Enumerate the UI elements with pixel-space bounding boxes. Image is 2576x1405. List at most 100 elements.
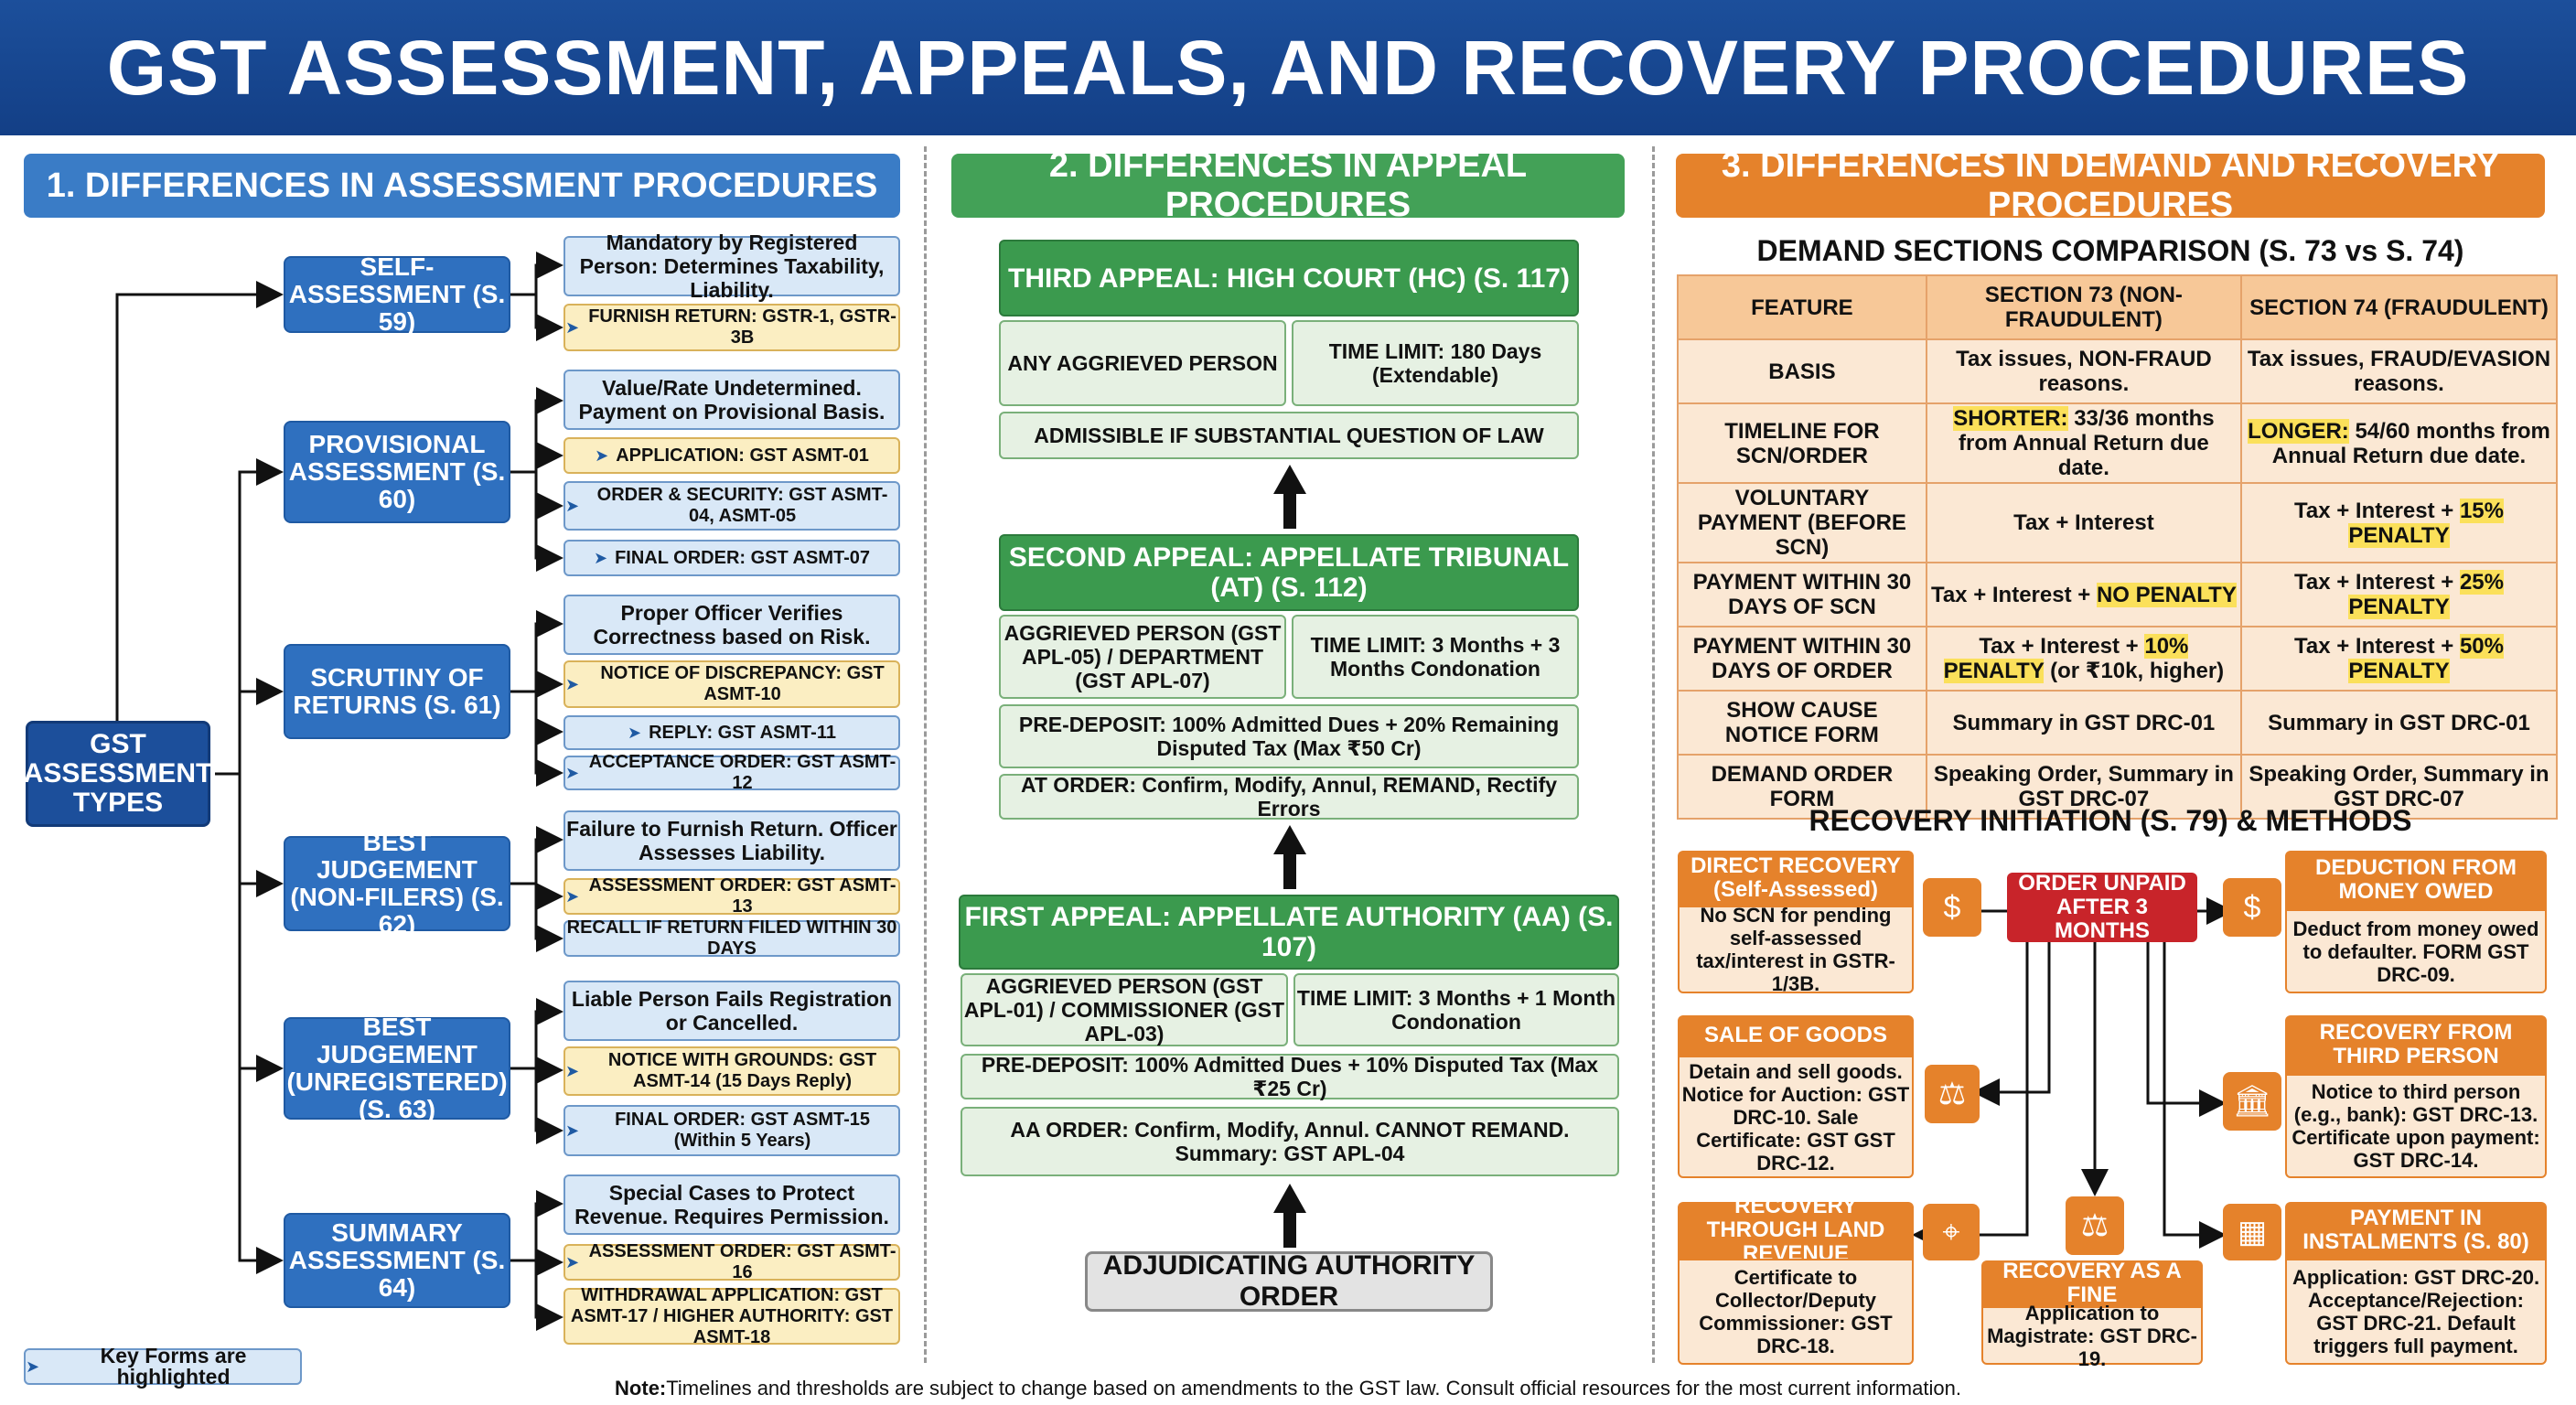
table-row: SHOW CAUSE NOTICE FORM Summary in GST DR…	[1677, 690, 2559, 756]
first-appeal-order: AA ORDER: Confirm, Modify, Annul. CANNOT…	[961, 1107, 1619, 1176]
third-appeal-note: ADMISSIBLE IF SUBSTANTIAL QUESTION OF LA…	[999, 412, 1579, 459]
table-cell-s74: Tax + Interest + 25% PENALTY	[2239, 562, 2559, 627]
table-header-cell: SECTION 73 (NON-FRAUDULENT)	[1925, 274, 2242, 340]
assessment-connectors	[115, 252, 564, 1331]
method-land-revenue: RECOVERY THROUGH LAND REVENUE Certificat…	[1678, 1195, 1914, 1365]
section-header-assessment: 1. DIFFERENCES IN ASSESSMENT PROCEDURES	[24, 154, 900, 218]
method-body: Certificate to Collector/Deputy Commissi…	[1678, 1259, 1914, 1365]
divider-right	[1652, 146, 1655, 1363]
bank-icon: 🏛	[2223, 1072, 2281, 1131]
section-header-appeal: 2. DIFFERENCES IN APPEAL PROCEDURES	[951, 146, 1625, 224]
table-cell-s73: Tax issues, NON-FRAUD reasons.	[1925, 338, 2242, 404]
assessment-type-provisional: PROVISIONAL ASSESSMENT (S. 60)	[284, 421, 510, 523]
table-cell-s73: Speaking Order, Summary in GST DRC-07	[1925, 754, 2242, 820]
assessment-type-scrutiny: SCRUTINY OF RETURNS (S. 61)	[284, 644, 510, 739]
form-marker-icon: ➤	[565, 763, 580, 782]
assessment-type-best-judgement-unregistered: BEST JUDGEMENT (UNREGISTERED) (S. 63)	[284, 1014, 510, 1123]
assessment-form-summary-1: ➤ASSESSMENT ORDER: GST ASMT-16	[564, 1241, 900, 1282]
method-body: Notice to third person (e.g., bank): GST…	[2285, 1074, 2547, 1178]
assessment-form-provisional-1: ➤APPLICATION: GST ASMT-01	[564, 437, 900, 474]
calendar-icon: ▦	[2223, 1204, 2281, 1260]
form-marker-icon: ➤	[594, 548, 608, 567]
table-row: VOLUNTARY PAYMENT (BEFORE SCN) Tax + Int…	[1677, 482, 2559, 563]
third-appeal-who: ANY AGGRIEVED PERSON	[999, 320, 1286, 406]
assessment-form-unregistered-2: ➤FINAL ORDER: GST ASMT-15 (Within 5 Year…	[564, 1105, 900, 1156]
table-header-row: FEATURE SECTION 73 (NON-FRAUDULENT) SECT…	[1677, 274, 2559, 340]
table-cell-feature: PAYMENT WITHIN 30 DAYS OF ORDER	[1677, 626, 1927, 692]
section-header-recovery: 3. DIFFERENCES IN DEMAND AND RECOVERY PR…	[1676, 146, 2545, 224]
third-appeal-title: THIRD APPEAL: HIGH COURT (HC) (S. 117)	[999, 240, 1579, 316]
table-cell-s74: Tax + Interest + 50% PENALTY	[2239, 626, 2559, 692]
table-cell-s73: Tax + Interest + NO PENALTY	[1925, 562, 2242, 627]
arrow-up-icon	[1273, 825, 1306, 889]
method-recovery-as-fine: RECOVERY AS A FINE Application to Magist…	[1981, 1260, 2203, 1370]
divider-left	[924, 146, 927, 1363]
method-body: Application to Magistrate: GST DRC-19.	[1981, 1302, 2203, 1370]
method-title: RECOVERY FROM THIRD PERSON	[2285, 1015, 2547, 1074]
assessment-form-summary-2: WITHDRAWAL APPLICATION: GST ASMT-17 / HI…	[564, 1285, 900, 1347]
first-appeal-deposit: PRE-DEPOSIT: 100% Admitted Dues + 10% Di…	[961, 1053, 1619, 1100]
table-header-cell: FEATURE	[1677, 274, 1927, 340]
footer-note: Note: Timelines and thresholds are subje…	[615, 1377, 1961, 1400]
assessment-form-nonfilers-1: ➤ASSESSMENT ORDER: GST ASMT-13	[564, 875, 900, 917]
page-title: GST ASSESSMENT, APPEALS, AND RECOVERY PR…	[106, 24, 2470, 111]
assessment-form-self-1: ➤FURNISH RETURN: GSTR-1, GSTR-3B	[564, 304, 900, 351]
table-cell-s74: Speaking Order, Summary in GST DRC-07	[2239, 754, 2559, 820]
recovery-heading: RECOVERY INITIATION (S. 79) & METHODS	[1809, 803, 2412, 837]
legend-key-forms: ➤Key Forms are highlighted	[24, 1346, 302, 1388]
coins-icon: $	[2223, 878, 2281, 937]
form-marker-icon: ➤	[565, 1121, 580, 1140]
table-cell-feature: DEMAND ORDER FORM	[1677, 754, 1927, 820]
adjudicating-authority-order: ADJUDICATING AUTHORITY ORDER	[1085, 1250, 1493, 1312]
table-cell-s73: SHORTER: 33/36 months from Annual Return…	[1925, 402, 2242, 484]
demand-heading: DEMAND SECTIONS COMPARISON (S. 73 vs S. …	[1756, 233, 2464, 267]
assessment-form-scrutiny-2: ➤REPLY: GST ASMT-11	[564, 715, 900, 750]
method-title: RECOVERY AS A FINE	[1981, 1260, 2203, 1307]
table-cell-s74: LONGER: 54/60 months from Annual Return …	[2239, 402, 2559, 484]
method-body: Detain and sell goods. Notice for Auctio…	[1678, 1056, 1914, 1178]
key-form-marker-icon: ➤	[565, 1061, 580, 1080]
second-appeal-title: SECOND APPEAL: APPELLATE TRIBUNAL (AT) (…	[999, 534, 1579, 611]
table-row: BASIS Tax issues, NON-FRAUD reasons. Tax…	[1677, 338, 2559, 404]
table-cell-s73: Tax + Interest	[1925, 482, 2242, 563]
arrow-up-icon	[1273, 465, 1306, 529]
second-appeal-time: TIME LIMIT: 3 Months + 3 Months Condonat…	[1292, 615, 1579, 699]
assessment-form-unregistered-1: ➤NOTICE WITH GROUNDS: GST ASMT-14 (15 Da…	[564, 1046, 900, 1096]
assessment-desc-self: Mandatory by Registered Person: Determin…	[564, 231, 900, 302]
method-body: Application: GST DRC-20. Acceptance/Reje…	[2285, 1259, 2547, 1365]
first-appeal-time: TIME LIMIT: 3 Months + 1 Month Condonati…	[1293, 973, 1619, 1046]
assessment-type-best-judgement-nonfilers: BEST JUDGEMENT (NON-FILERS) (S. 62)	[284, 829, 510, 938]
method-direct-recovery: DIRECT RECOVERY (Self-Assessed) No SCN f…	[1678, 851, 1914, 995]
key-form-marker-icon: ➤	[565, 317, 580, 337]
method-title: RECOVERY THROUGH LAND REVENUE	[1678, 1195, 1914, 1266]
table-row: PAYMENT WITHIN 30 DAYS OF SCN Tax + Inte…	[1677, 562, 2559, 627]
method-title: DEDUCTION FROM MONEY OWED	[2285, 851, 2547, 909]
method-body: No SCN for pending self-assessed tax/int…	[1678, 904, 1914, 995]
method-body: Deduct from money owed to defaulter. FOR…	[2285, 909, 2547, 993]
method-instalments: PAYMENT IN INSTALMENTS (S. 80) Applicati…	[2285, 1202, 2547, 1365]
assessment-desc-unregistered: Liable Person Fails Registration or Canc…	[564, 981, 900, 1041]
key-form-marker-icon: ➤	[565, 674, 580, 693]
table-row: PAYMENT WITHIN 30 DAYS OF ORDER Tax + In…	[1677, 626, 2559, 692]
first-appeal-who: AGGRIEVED PERSON (GST APL-01) / COMMISSI…	[961, 973, 1288, 1046]
assessment-form-provisional-3: ➤FINAL ORDER: GST ASMT-07	[564, 540, 900, 576]
method-title: SALE OF GOODS	[1678, 1015, 1914, 1056]
third-appeal-time: TIME LIMIT: 180 Days (Extendable)	[1292, 320, 1579, 406]
table-cell-s73: Tax + Interest + 10% PENALTY (or ₹10k, h…	[1925, 626, 2242, 692]
assessment-form-scrutiny-1: ➤NOTICE OF DISCREPANCY: GST ASMT-10	[564, 660, 900, 708]
assessment-form-scrutiny-3: ➤ACCEPTANCE ORDER: GST ASMT-12	[564, 752, 900, 793]
method-third-person: RECOVERY FROM THIRD PERSON Notice to thi…	[2285, 1015, 2547, 1178]
assessment-form-provisional-2: ➤ORDER & SECURITY: GST ASMT-04, ASMT-05	[564, 481, 900, 531]
method-deduction: DEDUCTION FROM MONEY OWED Deduct from mo…	[2285, 851, 2547, 993]
assessment-form-nonfilers-2: RECALL IF RETURN FILED WITHIN 30 DAYS	[564, 917, 900, 959]
table-row: DEMAND ORDER FORM Speaking Order, Summar…	[1677, 754, 2559, 820]
assessment-type-summary: SUMMARY ASSESSMENT (S. 64)	[284, 1213, 510, 1308]
assessment-desc-summary: Special Cases to Protect Revenue. Requir…	[564, 1174, 900, 1235]
table-row: TIMELINE FOR SCN/ORDER SHORTER: 33/36 mo…	[1677, 402, 2559, 484]
table-cell-s74: Summary in GST DRC-01	[2239, 690, 2559, 756]
table-header-cell: SECTION 74 (FRAUDULENT)	[2239, 274, 2559, 340]
hand-coin-icon: $	[1923, 878, 1981, 937]
key-form-marker-icon: ➤	[565, 886, 580, 906]
arrow-up-icon	[1273, 1184, 1306, 1248]
gavel-icon: ⚖	[1925, 1065, 1980, 1123]
